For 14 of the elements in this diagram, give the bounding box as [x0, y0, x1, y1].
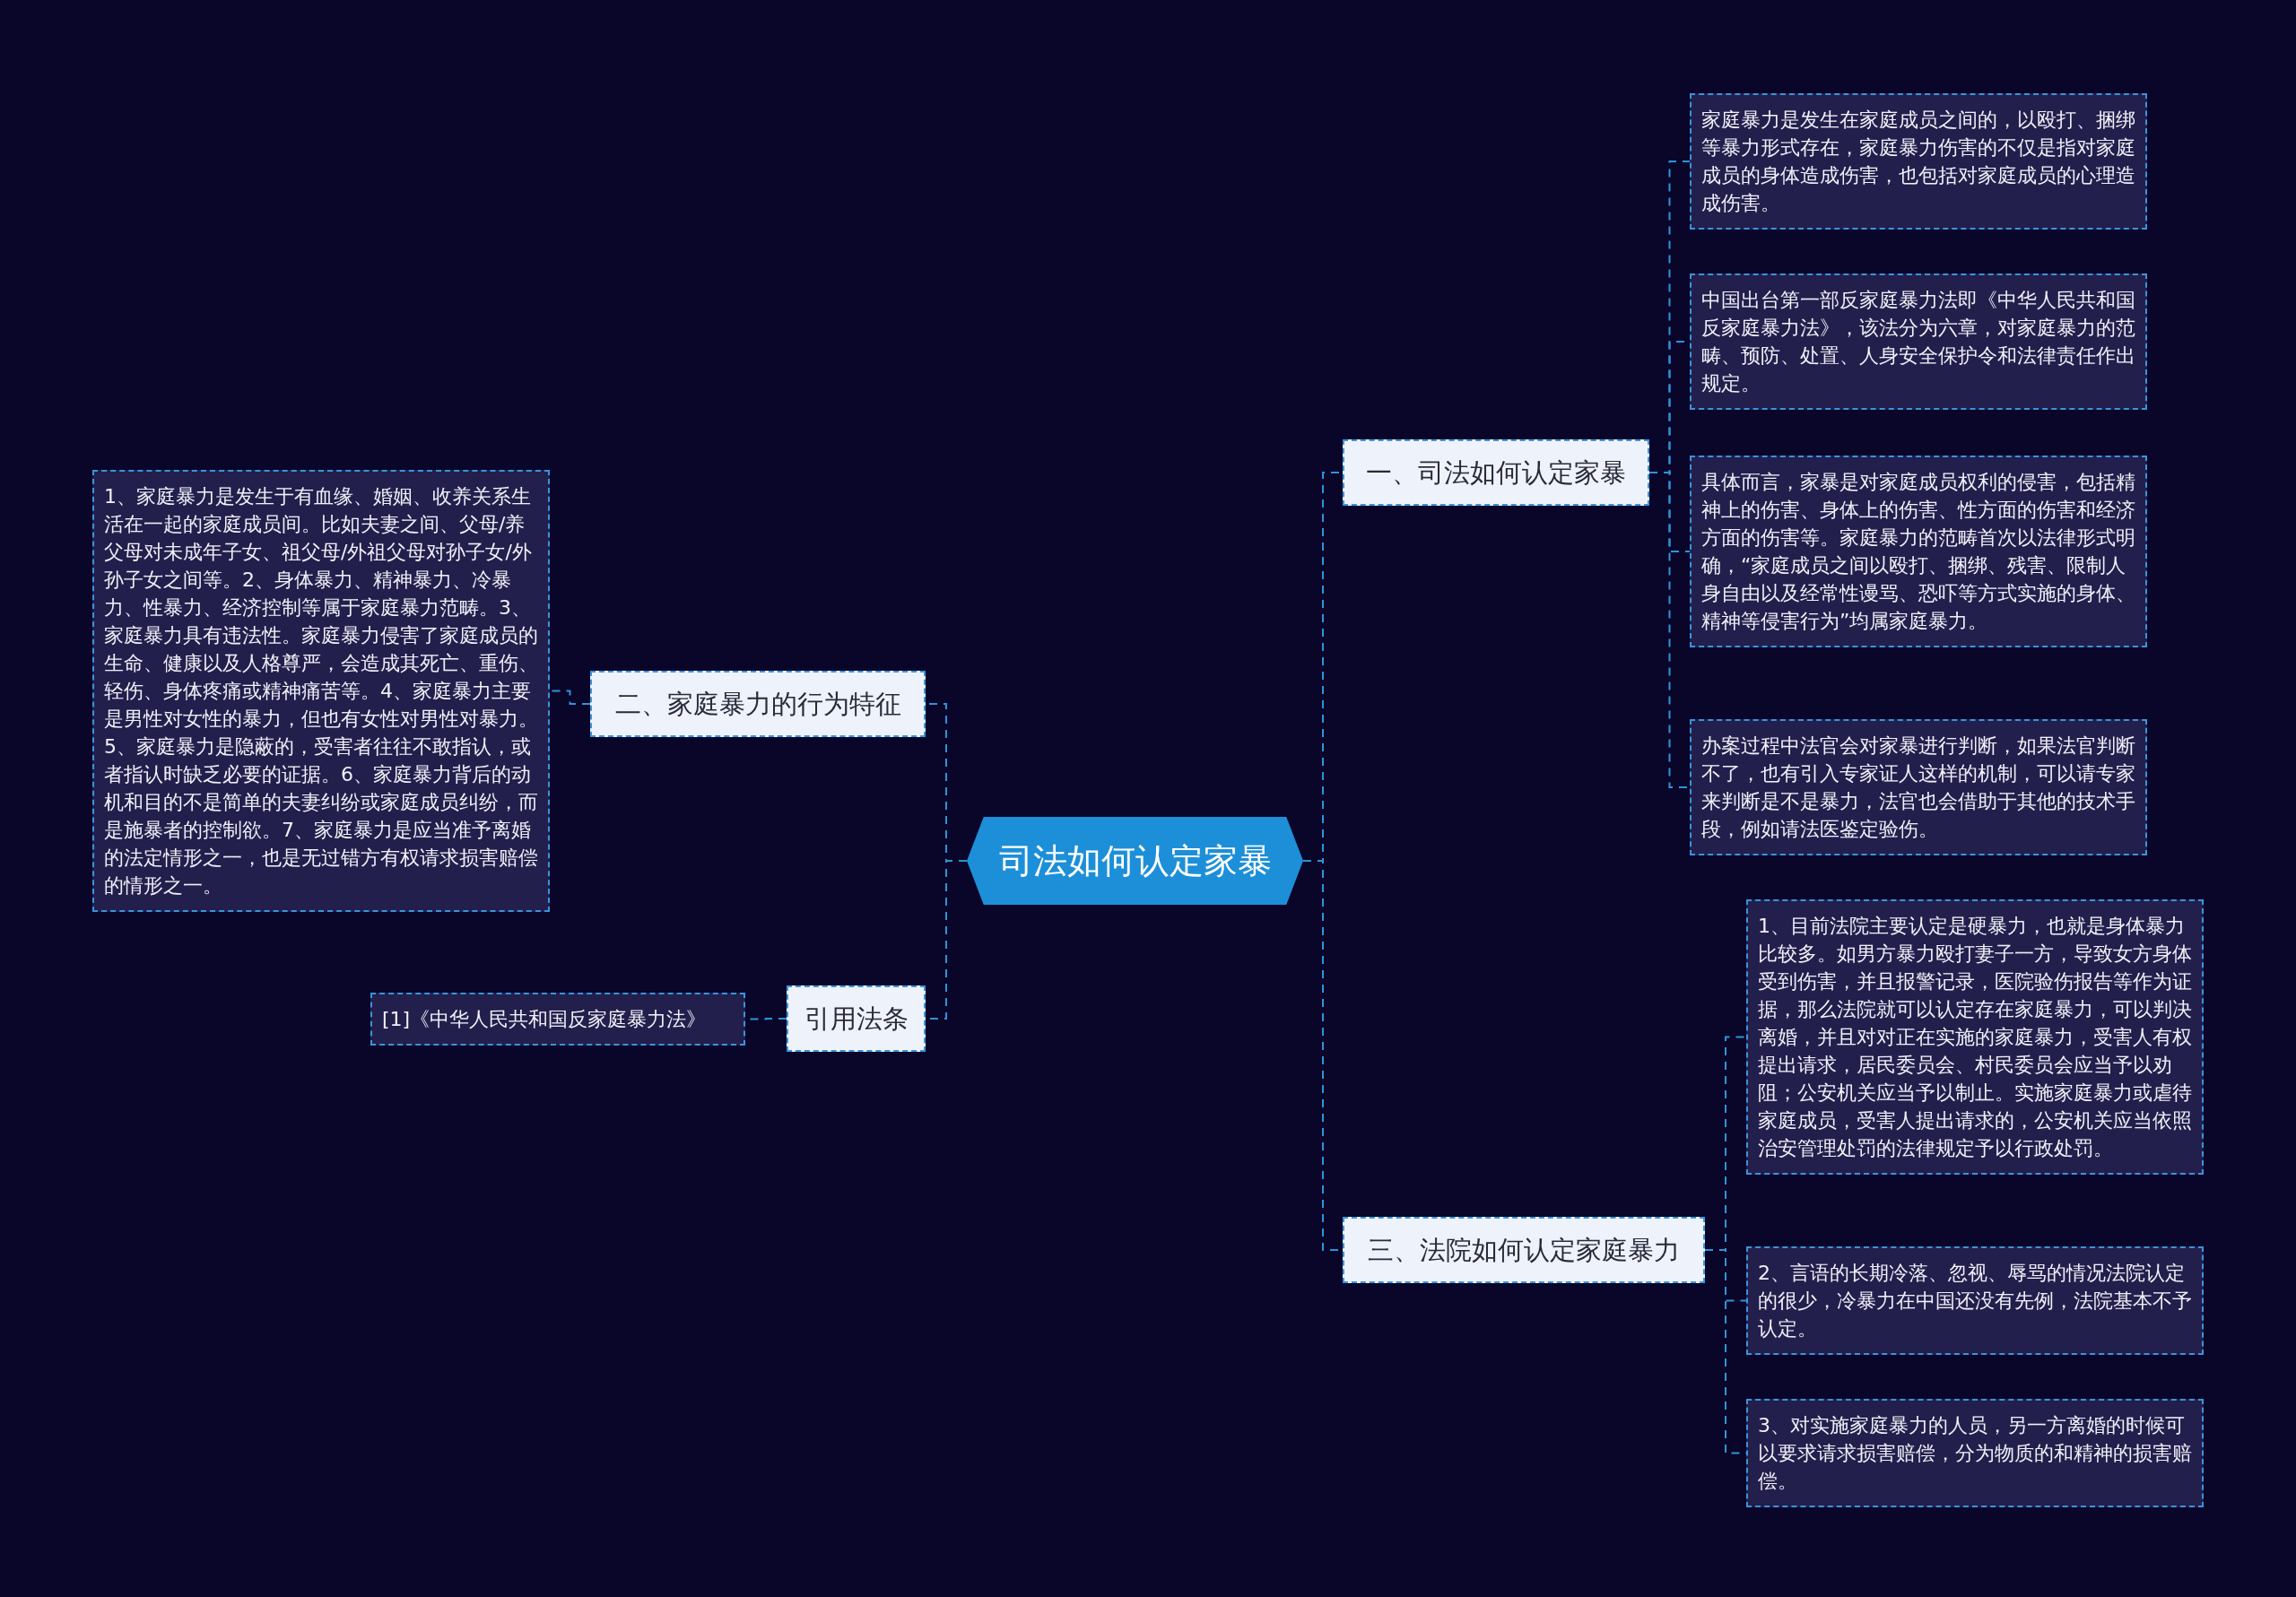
topic-box: 二、家庭暴力的行为特征	[590, 671, 926, 737]
topic-box: 引用法条	[787, 985, 926, 1052]
note-box: 1、目前法院主要认定是硬暴力，也就是身体暴力比较多。如男方暴力殴打妻子一方，导致女方身体受到伤害，并且报警记录，医院验伤报告等作为证据，那么法院就可以认定存在家庭暴力，可以判决离婚，并且对对正在实施的家庭暴力，受害人有权提出请求，居民委员会、村民委员会应当予以劝阻；公安机关应当予以制止。实施家庭暴力或虐待家庭成员，受害人提出请求的，公安机关应当依照治安管理处罚的法律规定予以行政处罚。	[1746, 899, 2204, 1175]
note-box: 具体而言，家暴是对家庭成员权利的侵害，包括精神上的伤害、身体上的伤害、性方面的伤害和经济方面的伤害等。家庭暴力的范畴首次以法律形式明确，“家庭成员之间以殴打、捆绑、残害、限制人身自由以及经常性谩骂、恐吓等方式实施的身体、精神等侵害行为”均属家庭暴力。	[1690, 456, 2147, 647]
central-topic: 司法如何认定家暴	[967, 817, 1303, 905]
note-box: 中国出台第一部反家庭暴力法即《中华人民共和国反家庭暴力法》，该法分为六章，对家庭暴力的范畴、预防、处置、人身安全保护令和法律责任作出规定。	[1690, 273, 2147, 410]
topic-box: 一、司法如何认定家暴	[1343, 439, 1649, 506]
note-box: 3、对实施家庭暴力的人员，另一方离婚的时候可以要求请求损害赔偿，分为物质的和精神的损害赔偿。	[1746, 1399, 2204, 1507]
note-box: 2、言语的长期冷落、忽视、辱骂的情况法院认定的很少，冷暴力在中国还没有先例，法院基本不予认定。	[1746, 1246, 2204, 1355]
note-box: 家庭暴力是发生在家庭成员之间的，以殴打、捆绑等暴力形式存在，家庭暴力伤害的不仅是指对家庭成员的身体造成伤害，也包括对家庭成员的心理造成伤害。	[1690, 93, 2147, 230]
note-box: 办案过程中法官会对家暴进行判断，如果法官判断不了，也有引入专家证人这样的机制，可以请专家来判断是不是暴力，法官也会借助于其他的技术手段，例如请法医鉴定验伤。	[1690, 719, 2147, 855]
note-box: 1、家庭暴力是发生于有血缘、婚姻、收养关系生活在一起的家庭成员间。比如夫妻之间、父母/养父母对未成年子女、祖父母/外祖父母对孙子女/外孙子女之间等。2、身体暴力、精神暴力、冷暴力、性暴力、经济控制等属于家庭暴力范畴。3、家庭暴力具有违法性。家庭暴力侵害了家庭成员的生命、健康以及人格尊严，会造成其死亡、重伤、轻伤、身体疼痛或精神痛苦等。4、家庭暴力主要是男性对女性的暴力，但也有女性对男性对暴力。5、家庭暴力是隐蔽的，受害者往往不敢指认，或者指认时缺乏必要的证据。6、家庭暴力背后的动机和目的不是简单的夫妻纠纷或家庭成员纠纷，而是施暴者的控制欲。7、家庭暴力是应当准予离婚的法定情形之一，也是无过错方有权请求损害赔偿的情形之一。	[92, 470, 550, 912]
note-box: [1]《中华人民共和国反家庭暴力法》	[370, 993, 745, 1046]
topic-box: 三、法院如何认定家庭暴力	[1343, 1217, 1705, 1283]
